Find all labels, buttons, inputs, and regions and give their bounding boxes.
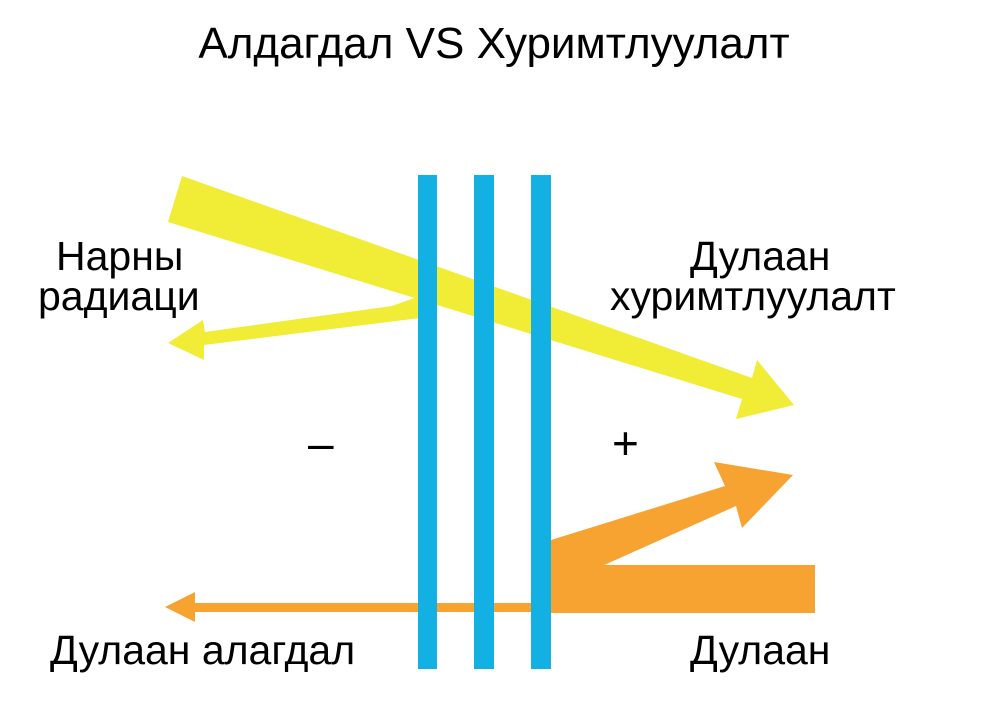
glass-pane-3	[531, 175, 551, 669]
heat-gain-label-line1: Дулаан	[690, 233, 831, 279]
solar-reflected-arrow	[168, 296, 420, 360]
glass-pane-1	[418, 175, 437, 669]
heat-gain-arrow	[551, 462, 793, 566]
heat-source-band	[551, 565, 815, 613]
heat-loss-label: Дулаан алагдал	[50, 627, 356, 673]
minus-sign: –	[308, 417, 334, 469]
plus-sign: +	[612, 417, 639, 469]
heat-label: Дулаан	[690, 627, 831, 673]
solar-radiation-label-line1: Нарны	[56, 233, 184, 279]
heat-gain-label-line2: хуримтлуулалт	[610, 273, 896, 319]
heat-loss-arrow	[165, 592, 551, 622]
diagram-title: Алдагдал VS Хуримтлуулалт	[198, 19, 790, 68]
glass-pane-2	[474, 175, 494, 669]
solar-radiation-label-line2: радиаци	[38, 273, 200, 319]
